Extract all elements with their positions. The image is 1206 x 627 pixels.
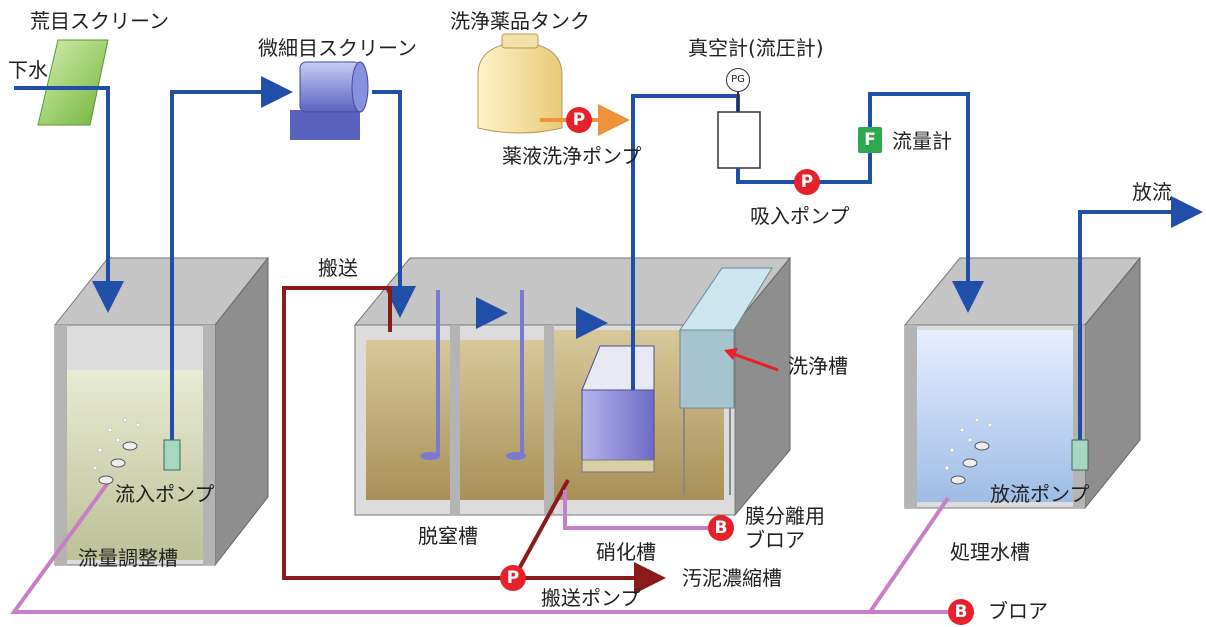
vacuum-gauge-body — [717, 111, 761, 169]
label-chem-tank: 洗浄薬品タンク — [450, 9, 590, 33]
label-membrane-blower-2: ブロア — [745, 528, 805, 552]
label-membrane-blower-1: 膜分離用 — [745, 504, 825, 528]
flow-meter-badge: F — [858, 127, 882, 153]
bubbles — [92, 417, 993, 471]
discharge-pump-unit — [1071, 439, 1089, 471]
air-pipes — [10, 478, 950, 614]
label-sludge-tank: 汚泥濃縮槽 — [682, 566, 782, 590]
diffusers — [98, 441, 990, 485]
label-wash-tank: 洗浄槽 — [788, 354, 848, 378]
label-blower: ブロア — [988, 599, 1048, 623]
label-transport-pump: 搬送ポンプ — [541, 586, 641, 610]
label-inflow-pump: 流入ポンプ — [115, 482, 215, 506]
label-vacuum-gauge: 真空計(流圧計) — [688, 36, 824, 60]
chemical-tank — [477, 33, 563, 134]
label-fine-screen: 微細目スクリーン — [258, 36, 417, 60]
treated-water-tank — [903, 256, 1142, 510]
label-denitrification-tank: 脱窒槽 — [418, 524, 478, 548]
label-transport: 搬送 — [318, 256, 358, 280]
label-flow-adjust-tank: 流量調整槽 — [78, 546, 178, 570]
label-discharge-pump: 放流ポンプ — [990, 482, 1090, 506]
label-flow-meter: 流量計 — [892, 129, 952, 153]
label-nitrification-tank: 硝化槽 — [596, 540, 656, 564]
coarse-screen — [37, 39, 109, 126]
denitrification-nitrification-tank — [353, 256, 792, 517]
fine-screen — [290, 61, 369, 140]
membrane-blower-badge: B — [708, 515, 734, 541]
suction-pump-badge: P — [794, 169, 820, 195]
flow-adjust-tank — [53, 256, 270, 567]
chem-pump-badge: P — [566, 107, 592, 133]
wash-tank-pointer — [727, 350, 779, 372]
inflow-pump-unit — [163, 439, 181, 471]
transport-pump-badge: P — [500, 565, 526, 591]
label-chem-pump: 薬液洗浄ポンプ — [502, 144, 642, 168]
blower-badge: B — [948, 599, 974, 625]
label-treated-water-tank: 処理水槽 — [950, 540, 1030, 564]
sludge-pipes — [282, 286, 666, 594]
label-discharge: 放流 — [1132, 180, 1172, 204]
label-sewage: 下水 — [8, 58, 48, 82]
label-suction-pump: 吸入ポンプ — [750, 204, 850, 228]
pressure-gauge-icon: PG — [726, 68, 750, 92]
label-coarse-screen: 荒目スクリーン — [30, 9, 169, 33]
